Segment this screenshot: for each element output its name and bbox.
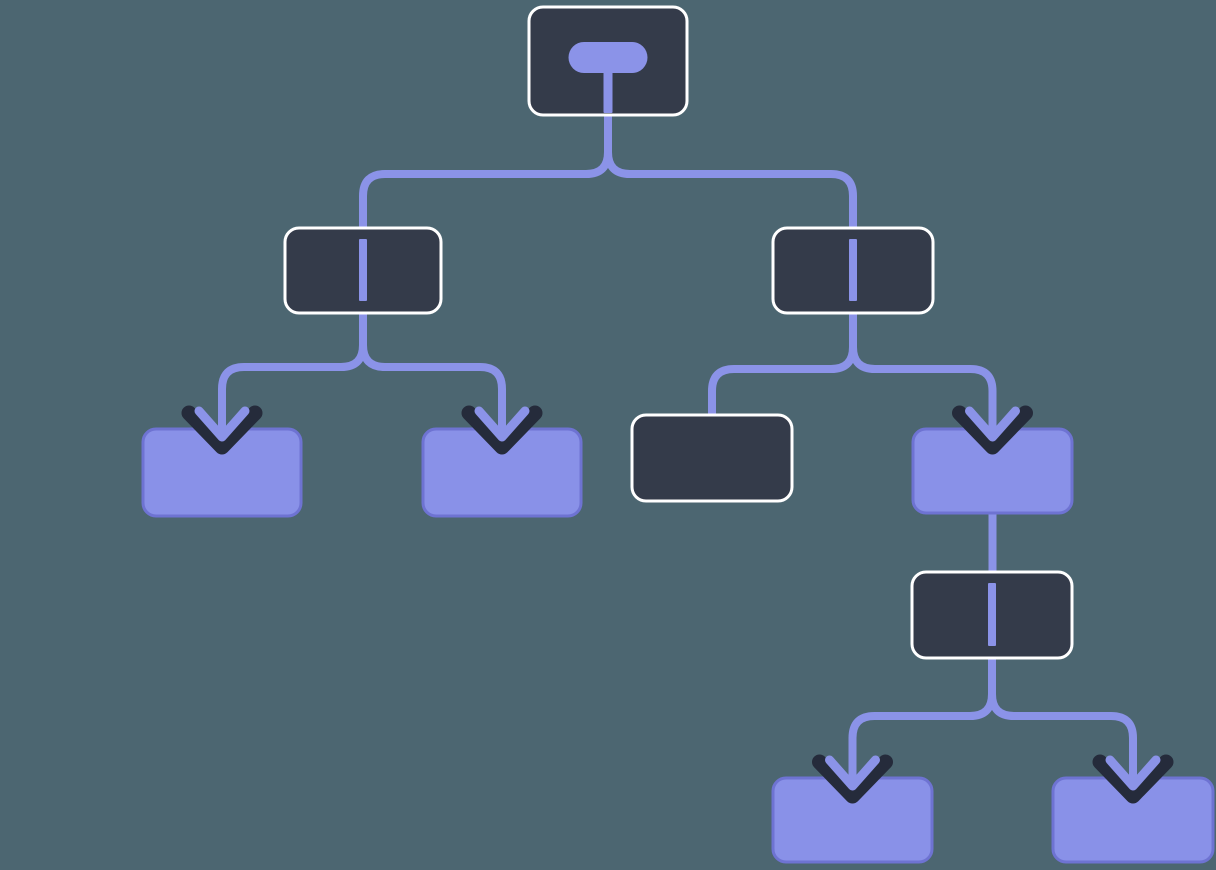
edges-layer	[218, 115, 1137, 758]
chevron-down-icon	[952, 405, 1033, 455]
edge-root-to-branch-right	[604, 115, 857, 228]
edge-branch-right-to-mid-purple	[849, 313, 997, 409]
node-branch-left[interactable]	[283, 226, 443, 315]
arrow-head-icon	[194, 406, 250, 442]
chevron-down-shadow-icon	[952, 405, 1033, 455]
node-root[interactable]	[527, 5, 689, 117]
chevron-down-shadow-icon	[181, 405, 263, 455]
pass-through-line-icon	[988, 583, 996, 646]
edge-branch-left-to-leaf-2	[359, 313, 506, 409]
arrows-layer	[181, 405, 1174, 804]
node-branch-right[interactable]	[771, 226, 935, 315]
node-dark-leaf[interactable]	[630, 413, 794, 503]
node-branch-bottom[interactable]	[910, 570, 1074, 660]
pass-through-line-icon	[359, 239, 367, 301]
node-dark-leaf-body[interactable]	[630, 413, 794, 503]
pass-through-line-icon	[849, 239, 857, 301]
connector-pill-icon	[568, 42, 648, 73]
chevron-down-icon	[1092, 754, 1174, 804]
arrow-head-icon	[1105, 755, 1161, 791]
chevron-down-shadow-icon	[1092, 754, 1174, 804]
chevron-down-shadow-icon	[461, 405, 543, 455]
chevron-down-icon	[461, 405, 543, 455]
edge-branch-bottom-to-leaf-4	[988, 658, 1137, 758]
arrow-head-icon	[965, 406, 1020, 442]
chevron-down-icon	[812, 754, 893, 804]
chevron-down-shadow-icon	[812, 754, 893, 804]
chevron-down-icon	[181, 405, 263, 455]
nodes-layer	[141, 5, 1215, 864]
arrow-head-icon	[825, 755, 880, 791]
arrow-head-icon	[474, 406, 530, 442]
